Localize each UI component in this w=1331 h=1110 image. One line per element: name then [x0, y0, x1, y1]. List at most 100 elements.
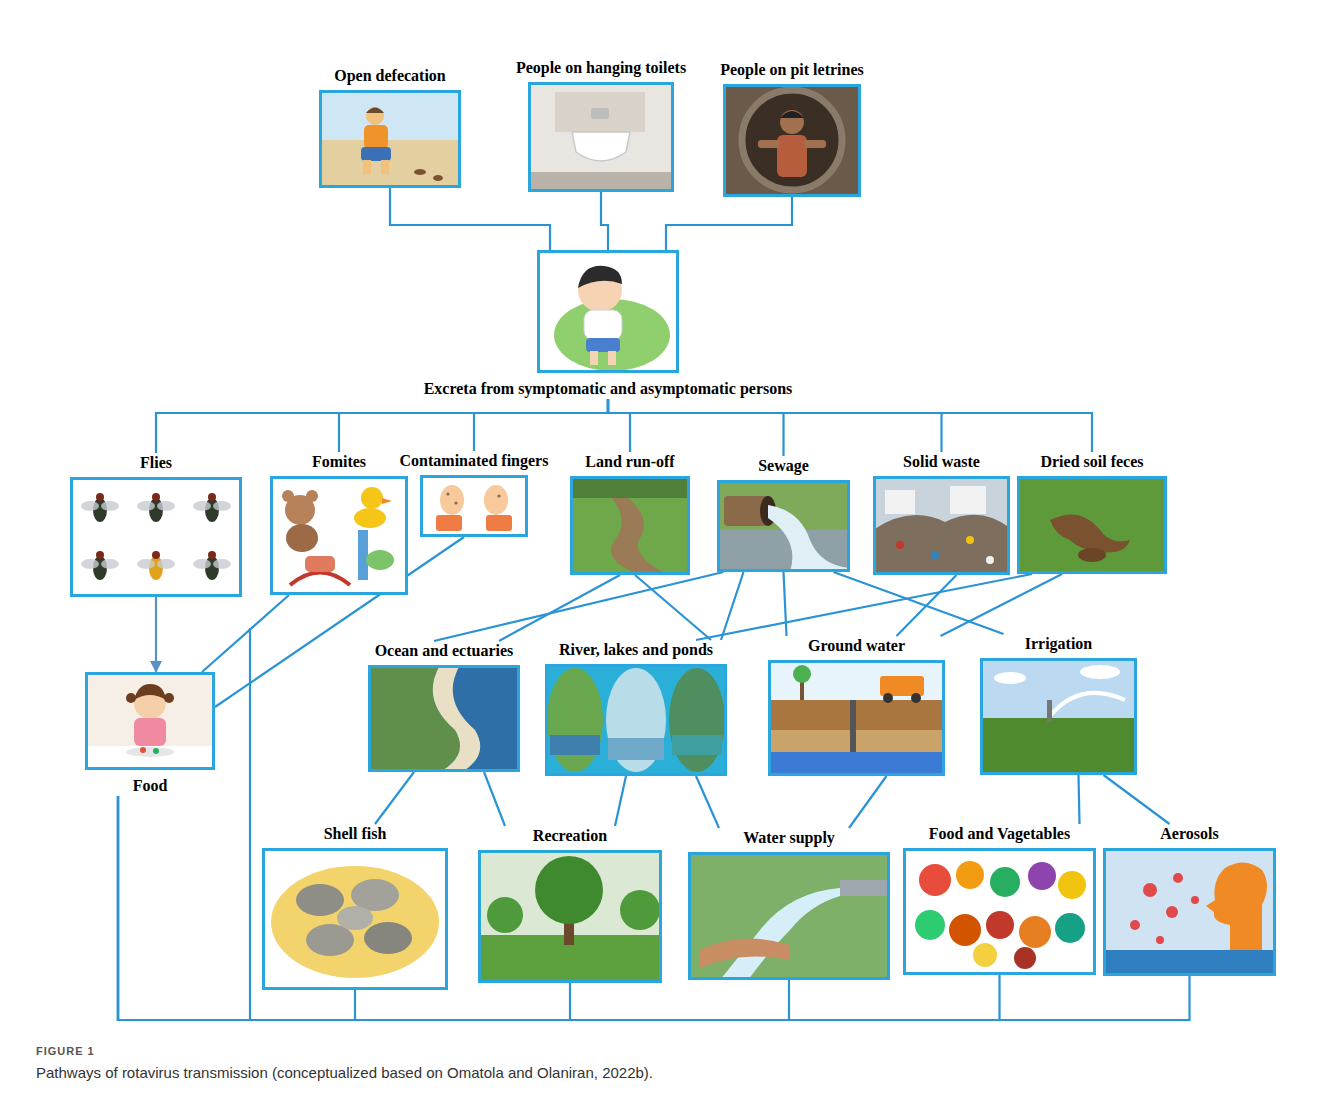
connector-line: [601, 192, 608, 250]
node-label: Solid waste: [903, 452, 980, 472]
node-label: Ground water: [808, 636, 905, 656]
node-label-row: Ocean and ectuaries: [368, 641, 520, 661]
image-frame: [70, 477, 242, 597]
node-label-row: Aerosols: [1103, 824, 1276, 844]
image-frame: [980, 658, 1137, 775]
image-node: Ground water: [768, 636, 945, 776]
node-label: Excreta from symptomatic and asymptomati…: [424, 379, 793, 399]
image-node: Irrigation: [980, 634, 1137, 775]
image-frame: [873, 476, 1010, 575]
node-label-row: River, lakes and ponds: [545, 640, 727, 660]
image-node: Dried soil feces: [1017, 452, 1167, 574]
node-label: Flies: [140, 453, 172, 473]
node-label-row: Recreation: [478, 826, 662, 846]
image-frame: [270, 476, 408, 595]
image-node: Open defecation: [319, 66, 461, 188]
image-node: Fomites: [270, 452, 408, 595]
node-label-row: Fomites: [270, 452, 408, 472]
hands-picture: [420, 475, 528, 537]
image-frame: [528, 82, 674, 192]
flies-picture: [70, 477, 242, 597]
image-node: Land run-off: [570, 452, 690, 575]
connector-line: [849, 776, 887, 828]
ground-water-picture: [768, 660, 945, 776]
image-frame: [545, 664, 727, 776]
node-label-row: Solid waste: [873, 452, 1010, 472]
image-frame: [688, 852, 890, 980]
connector-line: [156, 399, 608, 453]
node-label-row: Dried soil feces: [1017, 452, 1167, 472]
connector-line: [721, 572, 744, 640]
connector-line: [484, 772, 505, 826]
connector-line: [474, 399, 608, 451]
node-label: Open defecation: [334, 66, 446, 86]
connector-line: [784, 572, 787, 636]
connector-line: [666, 197, 792, 250]
node-label-row: Sewage: [717, 456, 850, 476]
node-label: Recreation: [533, 826, 607, 846]
node-label-row: Excreta from symptomatic and asymptomati…: [421, 379, 796, 399]
node-label: Contaminated fingers: [400, 451, 549, 471]
image-node: Water supply: [688, 828, 890, 980]
connector-line: [118, 796, 1000, 1020]
node-label-row: Land run-off: [570, 452, 690, 472]
image-frame: [537, 250, 679, 373]
image-node: Food: [85, 672, 215, 796]
figure-number: FIGURE 1: [36, 1045, 95, 1057]
node-label-row: Water supply: [688, 828, 890, 848]
node-label-row: Food: [85, 776, 215, 796]
connector-line: [155, 597, 157, 672]
connector-line: [608, 399, 630, 452]
image-node: Recreation: [478, 826, 662, 983]
oysters-picture: [262, 848, 448, 990]
node-label: Fomites: [312, 452, 366, 472]
image-node: People on hanging toilets: [513, 58, 690, 192]
node-label: Water supply: [743, 828, 835, 848]
image-node: Sewage: [717, 456, 850, 572]
open-defecation-picture: [319, 90, 461, 188]
image-frame: [723, 84, 861, 197]
child-squatting-picture: [537, 250, 679, 373]
node-label: Sewage: [758, 456, 809, 476]
node-label: Shell fish: [324, 824, 387, 844]
connector-line: [1104, 775, 1170, 824]
image-frame: [1103, 848, 1276, 976]
image-frame: [903, 848, 1096, 975]
image-frame: [319, 90, 461, 188]
image-node: People on pit letrines: [717, 60, 867, 197]
connector-line: [615, 776, 626, 826]
node-label-row: Contaminated fingers: [397, 451, 552, 471]
tap-water-picture: [688, 852, 890, 980]
image-node: Flies: [70, 453, 242, 597]
node-label: People on pit letrines: [720, 60, 864, 80]
connector-line: [608, 399, 1092, 452]
node-label-row: Open defecation: [319, 66, 461, 86]
node-label: Ocean and ectuaries: [375, 641, 514, 661]
connector-line: [696, 574, 1032, 640]
image-frame: [478, 850, 662, 983]
toilet-picture: [528, 82, 674, 192]
connector-line: [118, 796, 570, 1020]
park-picture: [478, 850, 662, 983]
connector-line: [897, 575, 957, 636]
connector-line: [1079, 775, 1080, 824]
node-label-row: Flies: [70, 453, 242, 473]
node-label: Food: [133, 776, 168, 796]
irrigation-picture: [980, 658, 1137, 775]
image-node: Excreta from symptomatic and asymptomati…: [421, 250, 796, 399]
image-frame: [85, 672, 215, 770]
sewage-pipe-picture: [717, 480, 850, 572]
node-label: Irrigation: [1025, 634, 1093, 654]
image-node: Solid waste: [873, 452, 1010, 575]
figure-caption: Pathways of rotavirus transmission (conc…: [36, 1064, 653, 1081]
node-label: Dried soil feces: [1040, 452, 1143, 472]
image-frame: [420, 475, 528, 537]
connector-line: [434, 572, 724, 641]
toys-picture: [270, 476, 408, 595]
lakes-picture: [545, 664, 727, 776]
bus-wire: [249, 628, 251, 1020]
connector-line: [375, 772, 414, 824]
image-frame: [262, 848, 448, 990]
